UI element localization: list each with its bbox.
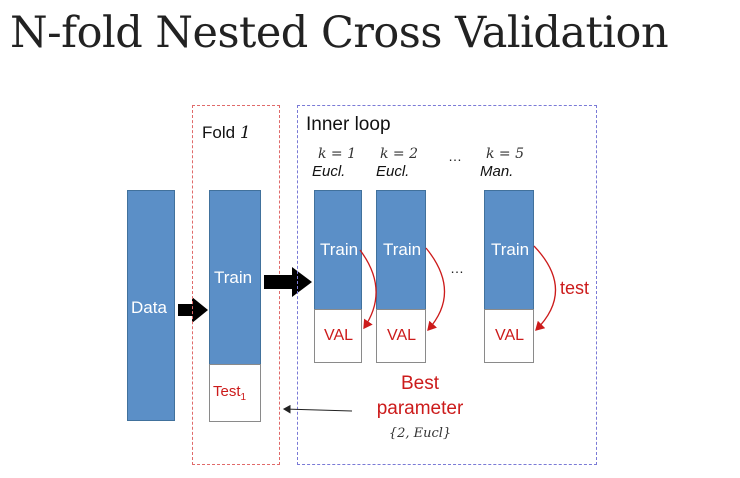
fold-title: Fold 1 bbox=[202, 123, 251, 143]
inner-k-label-2: k = 2 bbox=[380, 146, 419, 162]
fold-test-block: Test1 bbox=[209, 364, 261, 422]
parameter-label: parameter bbox=[376, 398, 464, 419]
inner-k-label-5: k = 5 bbox=[486, 146, 525, 162]
inner-train-block-1: Train bbox=[314, 190, 362, 310]
inner-train-label-2: Train bbox=[383, 240, 422, 259]
inner-metric-label-1: Eucl. bbox=[312, 163, 346, 180]
data-block: Data bbox=[127, 190, 175, 421]
test-arrow-1 bbox=[359, 249, 377, 330]
inner-metric-label-2: Eucl. bbox=[376, 163, 410, 180]
inner-val-label-5: VAL bbox=[495, 327, 525, 344]
fold-number: 1 bbox=[239, 123, 251, 143]
test-arrow-5 bbox=[533, 245, 557, 331]
inner-val-block-5: VAL bbox=[484, 309, 534, 363]
inner-train-label-1: Train bbox=[320, 240, 359, 259]
inner-metric-label-5: Man. bbox=[480, 163, 514, 180]
arrow-data-to-fold bbox=[178, 297, 208, 323]
best-label: Best bbox=[400, 373, 440, 394]
slide-title: N-fold Nested Cross Validation bbox=[10, 8, 669, 58]
inner-train-label-5: Train bbox=[491, 240, 530, 259]
inner-train-block-2: Train bbox=[376, 190, 426, 310]
inner-val-block-2: VAL bbox=[376, 309, 426, 363]
inner-val-label-2: VAL bbox=[387, 327, 417, 344]
inner-val-label-1: VAL bbox=[324, 327, 354, 344]
inner-loop-outline bbox=[297, 105, 597, 465]
inner-k-label-1: k = 1 bbox=[318, 146, 357, 162]
ellipsis-top: … bbox=[448, 148, 462, 164]
inner-loop-title: Inner loop bbox=[306, 114, 391, 135]
data-label: Data bbox=[131, 298, 167, 317]
best-value: {2, Eucl} bbox=[388, 426, 452, 441]
fold-train-block: Train bbox=[209, 190, 261, 365]
fold-test-text: Test bbox=[213, 383, 241, 400]
fold-test-subscript: 1 bbox=[240, 392, 247, 403]
fold-label: Fold bbox=[202, 123, 236, 142]
arrow-fold-to-inner bbox=[264, 267, 312, 297]
test-label: test bbox=[560, 278, 590, 298]
best-param-arrow bbox=[282, 404, 353, 414]
fold-test-label: Test1 bbox=[213, 383, 246, 403]
fold-train-label: Train bbox=[214, 268, 253, 287]
inner-val-block-1: VAL bbox=[314, 309, 362, 363]
ellipsis-middle: … bbox=[450, 260, 464, 276]
test-arrow-2 bbox=[425, 247, 446, 331]
